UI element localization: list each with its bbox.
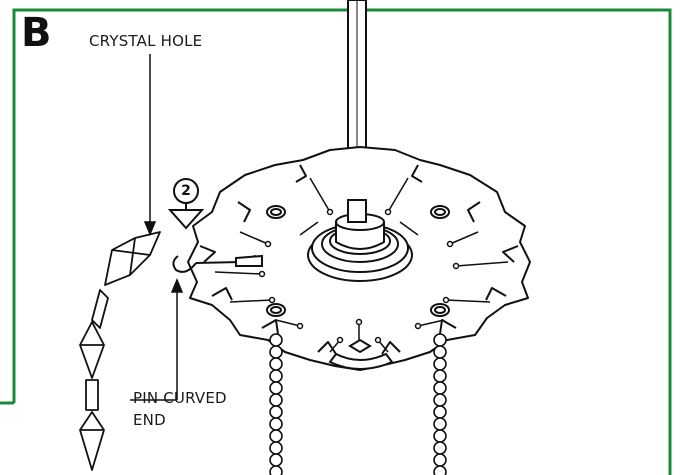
bead-chain-left (269, 333, 283, 475)
label-crystal-hole: CRYSTAL HOLE (89, 32, 203, 50)
pin-slots (214, 177, 509, 353)
label-pin-curved-end: PIN CURVED (133, 389, 227, 407)
panel-frame (12, 8, 672, 475)
front-bracket (328, 338, 394, 370)
bead-chain-right (433, 333, 447, 475)
curved-pin (172, 254, 263, 273)
step-number: 2 (181, 183, 191, 199)
center-hub (307, 199, 413, 282)
label-pin-curved-end-line2: END (133, 411, 166, 429)
callout-lines (130, 54, 184, 401)
plate-holes (266, 205, 450, 317)
crystal-strand (79, 231, 161, 471)
step-marker (167, 178, 205, 230)
panel-letter: B (21, 10, 52, 56)
